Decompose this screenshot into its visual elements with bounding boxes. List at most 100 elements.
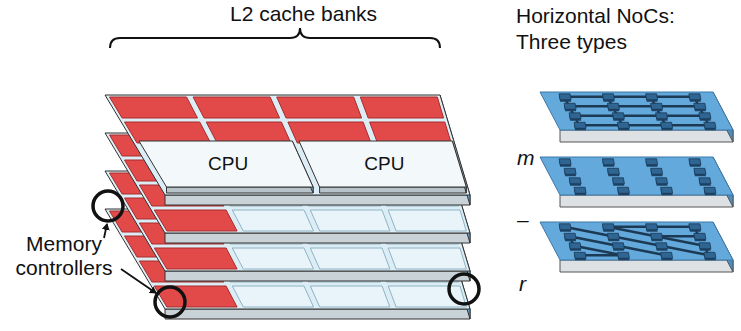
router: [694, 168, 706, 174]
router: [651, 103, 663, 109]
layer-front-side: [165, 195, 470, 205]
l2-bank-tile: [277, 97, 362, 118]
l2-bank-tile: [193, 97, 280, 118]
router: [617, 252, 629, 258]
router: [602, 159, 614, 165]
router: [689, 224, 701, 230]
noc-type-label: –: [517, 208, 529, 232]
chip-stack: [105, 95, 470, 319]
plate-face: [540, 157, 733, 195]
router: [661, 252, 673, 258]
router: [699, 243, 711, 249]
router: [699, 178, 711, 184]
tile: [310, 248, 390, 269]
router: [564, 233, 576, 239]
tile: [232, 248, 313, 269]
plate-front-side: [560, 130, 733, 142]
tile: [388, 286, 466, 307]
l2-bank-tile: [360, 97, 443, 118]
noc-type-label: r: [519, 272, 526, 296]
l2-bank-tile: [206, 122, 291, 143]
router: [694, 103, 706, 109]
plate-front-side: [560, 195, 733, 207]
router: [704, 122, 716, 128]
tile: [232, 286, 313, 307]
layer-front-side: [165, 309, 470, 319]
layer-face: [105, 95, 470, 195]
cpu-front-side: [320, 187, 467, 193]
router: [607, 233, 619, 239]
plate-face: [540, 222, 733, 260]
router: [704, 187, 716, 193]
router: [651, 233, 663, 239]
l2-bank-tile: [110, 97, 198, 118]
router: [574, 122, 586, 128]
noc-plates: [540, 92, 733, 272]
router: [689, 159, 701, 165]
router: [612, 178, 624, 184]
router: [646, 94, 658, 100]
tile: [310, 210, 390, 231]
plate-front-side: [560, 260, 733, 272]
router: [569, 243, 581, 249]
router: [602, 94, 614, 100]
router: [656, 243, 668, 249]
plate-face: [540, 92, 733, 130]
l2-bank-tile: [125, 122, 211, 143]
leader-arrow: [104, 224, 107, 238]
l2-bank-tile: [370, 122, 452, 143]
l2-bank-tile: [154, 210, 237, 231]
router: [704, 252, 716, 258]
router: [569, 178, 581, 184]
panel-heading: Horizontal NoCs:: [516, 4, 675, 28]
layer-front-side: [165, 233, 470, 243]
router: [607, 168, 619, 174]
router: [559, 224, 571, 230]
section-heading: L2 cache banks: [230, 2, 377, 26]
router: [651, 168, 663, 174]
l2-bank-tile: [154, 248, 237, 269]
cpu-label: CPU: [364, 153, 404, 175]
controller-circle: [449, 274, 479, 304]
noc-type-label: m: [517, 146, 535, 170]
callout-label: Memory controllers: [0, 232, 128, 280]
cpu-face: [139, 141, 313, 187]
router: [699, 113, 711, 119]
panel-subheading: Three types: [516, 30, 627, 54]
bracket: [110, 28, 440, 48]
tile: [232, 210, 313, 231]
router: [574, 187, 586, 193]
router: [569, 113, 581, 119]
router: [612, 113, 624, 119]
router: [661, 187, 673, 193]
router: [661, 122, 673, 128]
tile: [310, 286, 390, 307]
controller-circle: [93, 191, 123, 221]
router: [646, 159, 658, 165]
router: [559, 94, 571, 100]
router: [612, 243, 624, 249]
tile: [388, 210, 466, 231]
controller-circle: [155, 287, 185, 317]
router: [559, 159, 571, 165]
router: [656, 178, 668, 184]
router: [689, 94, 701, 100]
router: [607, 103, 619, 109]
router: [646, 224, 658, 230]
router: [564, 168, 576, 174]
router: [617, 187, 629, 193]
cpu-front-side: [167, 187, 314, 193]
router: [564, 103, 576, 109]
cpu-box: CPU: [138, 140, 314, 194]
cpu-box: CPU: [298, 140, 467, 194]
router: [617, 122, 629, 128]
router: [574, 252, 586, 258]
l2-bank-tile: [288, 122, 371, 143]
tile: [388, 248, 466, 269]
router: [656, 113, 668, 119]
leader-arrow: [121, 269, 156, 293]
cpu-label: CPU: [208, 153, 248, 175]
cpu-face: [299, 141, 466, 187]
router: [602, 224, 614, 230]
router: [694, 233, 706, 239]
